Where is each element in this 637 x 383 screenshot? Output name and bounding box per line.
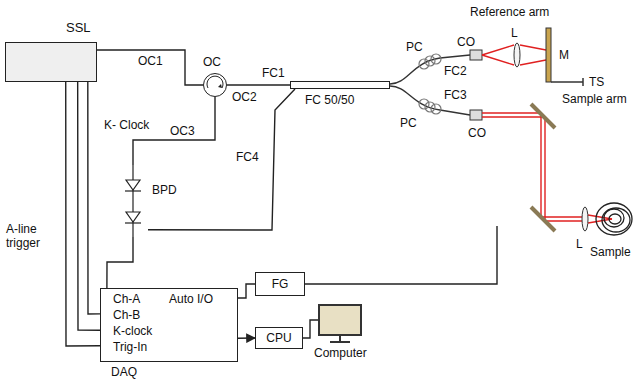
node-text: FC 50/50 [305, 93, 354, 107]
fiber-or-cable [66, 82, 100, 346]
part-label: OC3 [170, 124, 195, 138]
part-label: FC2 [444, 64, 467, 78]
fiber-or-cable [303, 320, 318, 338]
part-label: CO [468, 126, 486, 140]
collimator [470, 110, 482, 120]
part-label: FC3 [444, 88, 467, 102]
part-label: L [576, 237, 583, 251]
balanced-detector: BPD [118, 165, 148, 237]
laser-source: SSL [5, 42, 97, 82]
lens [582, 207, 588, 231]
daq-board: Ch-AAuto I/OCh-BK-clockTrig-InDAQ [100, 288, 238, 362]
sample-beam [482, 113, 612, 223]
node-text: K-clock [113, 324, 152, 338]
fiber-or-cable [88, 82, 100, 314]
node-text: Ch-A [113, 292, 140, 306]
galvo-mirror [531, 207, 555, 231]
scanner-wire [305, 226, 497, 284]
fiber-or-cable [97, 50, 203, 85]
part-label: A-line trigger [6, 222, 62, 250]
lens [514, 43, 520, 67]
part-label: M [559, 48, 569, 62]
translation-stage [551, 81, 583, 83]
node-text: Computer [314, 346, 367, 360]
fiber-or-cable [238, 337, 255, 339]
part-label: Sample [590, 245, 631, 259]
mirror [546, 28, 551, 82]
circulator-arrow [207, 76, 223, 88]
cpu-box: CPU [255, 327, 303, 349]
fibers [390, 55, 470, 115]
node-text: DAQ [111, 365, 137, 379]
fiber-coupler: FC 50/50 [290, 81, 390, 89]
galvo-mirror [531, 104, 555, 128]
part-label: K- Clock [104, 118, 149, 132]
translation-stage-end [582, 78, 584, 86]
part-label: OC1 [138, 54, 163, 68]
part-label: PC [406, 40, 423, 54]
sample-coil [596, 203, 632, 235]
part-label: PC [400, 116, 417, 130]
polarization-controllers [419, 54, 441, 114]
node-text: FG [272, 277, 289, 291]
node-text: Ch-B [113, 308, 140, 322]
fiber-or-cable [227, 84, 290, 85]
part-label: Sample arm [562, 92, 627, 106]
fiber-or-cable [148, 89, 295, 230]
node-text: OC [203, 55, 221, 69]
circulator-head [218, 84, 222, 88]
node-text: SSL [66, 21, 91, 35]
function-generator: FG [255, 272, 305, 296]
node-text: BPD [152, 183, 177, 197]
computer-monitor: Computer [318, 304, 362, 336]
part-label: CO [457, 35, 475, 49]
part-label: FC4 [236, 150, 259, 164]
photodiodes [125, 165, 141, 237]
fiber-or-cable [107, 237, 133, 288]
monitor-stand [330, 336, 350, 342]
node-text: Trig-In [113, 340, 147, 354]
collimator [470, 50, 482, 60]
fiber-or-cable [238, 284, 255, 298]
fiber-or-cable [78, 82, 100, 330]
part-label: FC1 [262, 66, 285, 80]
circulator: OC [203, 73, 227, 97]
node-text: Auto I/O [169, 292, 213, 306]
part-label: Reference arm [470, 5, 549, 19]
node-text: CPU [266, 331, 291, 345]
part-label: L [511, 26, 518, 40]
part-label: TS [589, 75, 604, 89]
part-label: OC2 [232, 90, 257, 104]
